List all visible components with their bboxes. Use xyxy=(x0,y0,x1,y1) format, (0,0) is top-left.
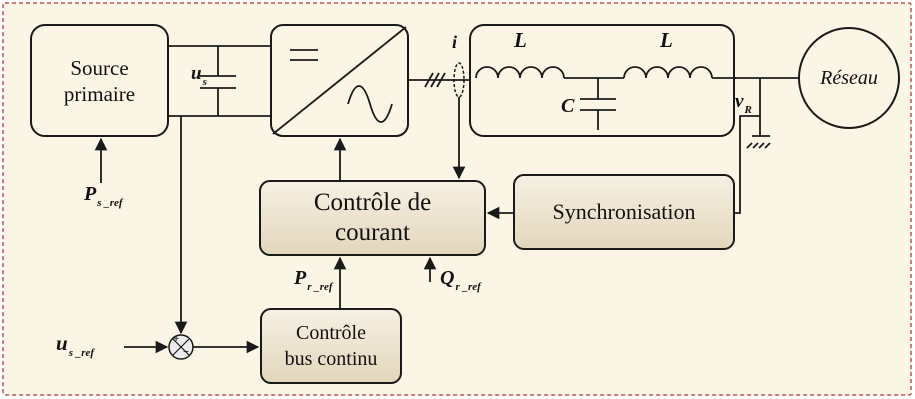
label-us-ref: us _ref xyxy=(56,331,95,359)
label-i: i xyxy=(452,32,458,52)
label-C: C xyxy=(561,95,575,117)
bus-line2: bus continu xyxy=(284,348,378,370)
courant-line2: courant xyxy=(335,219,410,246)
source-primaire-label: Source primaire xyxy=(31,25,168,136)
courant-line1: Contrôle de xyxy=(313,189,432,216)
controle-bus-block xyxy=(260,308,402,384)
controle-courant-label: Contrôle de courant xyxy=(260,181,485,255)
sum-minus-sign: − xyxy=(183,346,190,358)
reseau-circle xyxy=(798,27,900,129)
three-phase-line xyxy=(408,72,470,88)
voltage-tap xyxy=(746,78,771,149)
controle-bus-label: Contrôle bus continu xyxy=(261,309,401,383)
source-primaire-block xyxy=(30,24,169,137)
line-vr-to-sync xyxy=(734,115,760,214)
sum-plus-sign: + xyxy=(173,333,180,345)
label-us: us xyxy=(191,63,207,88)
reseau-label: Réseau xyxy=(799,28,899,128)
current-sensor xyxy=(453,62,465,98)
sync-text: Synchronisation xyxy=(552,199,696,224)
label-qr-ref: Qr _ref xyxy=(440,267,481,293)
synchronisation-label: Synchronisation xyxy=(514,175,734,249)
reseau-text: Réseau xyxy=(820,66,878,89)
bus-line1: Contrôle xyxy=(296,322,366,344)
controle-courant-block xyxy=(259,180,486,256)
synchronisation-block xyxy=(513,174,735,250)
lcl-filter-circuit xyxy=(475,66,736,130)
label-ps-ref: Ps _ref xyxy=(84,183,123,209)
source-line1: Source xyxy=(70,55,129,80)
signal-arrows xyxy=(94,97,760,354)
label-vR: vR xyxy=(735,91,752,116)
converter-block xyxy=(270,24,409,137)
lcl-filter-block xyxy=(469,24,735,137)
label-pr-ref: Pr _ref xyxy=(294,267,333,293)
label-L2: L xyxy=(660,28,673,52)
source-line2: primaire xyxy=(63,81,136,106)
label-L1: L xyxy=(514,28,527,52)
dc-bus-capacitor xyxy=(168,45,271,117)
